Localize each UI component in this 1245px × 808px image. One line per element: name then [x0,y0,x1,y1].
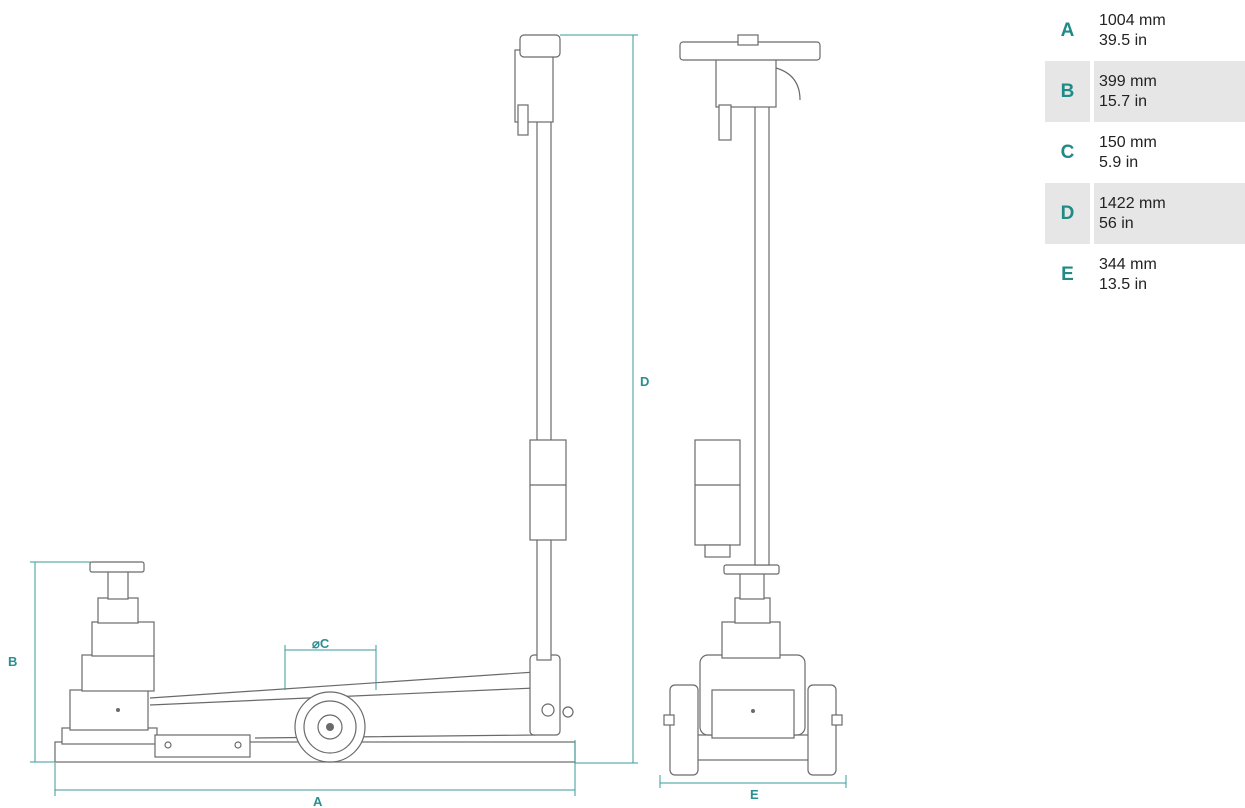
spec-mm: 344 mm [1099,255,1157,273]
spec-mm: 150 mm [1099,133,1157,151]
spec-row-c: C 150 mm 5.9 in [1045,122,1245,183]
side-view [54,34,576,763]
dim-label-d: D [640,374,649,389]
dim-label-e: E [750,787,759,802]
spec-in: 15.7 in [1099,92,1148,110]
spec-values: 1422 mm 56 in [1094,183,1245,244]
spec-in: 56 in [1099,214,1134,232]
spec-in: 5.9 in [1099,153,1139,171]
spec-row-b: B 399 mm 15.7 in [1045,61,1245,122]
spec-letter: A [1060,19,1075,41]
dimension-lines: A B ⌀C D E [8,34,847,808]
spec-values: 1004 mm 39.5 in [1094,0,1245,61]
dim-label-c: ⌀C [312,636,330,651]
spec-row-a: A 1004 mm 39.5 in [1045,0,1245,61]
spec-mm: 1004 mm [1099,11,1166,29]
front-view [663,34,843,776]
spec-values: 344 mm 13.5 in [1094,244,1245,305]
dim-label-b: B [8,654,17,669]
spec-letter: B [1045,61,1090,122]
spec-row-d: D 1422 mm 56 in [1045,183,1245,244]
spec-letter: E [1061,263,1074,285]
spec-mm: 399 mm [1099,72,1157,90]
spec-mm: 1422 mm [1099,194,1166,212]
spec-letter: D [1045,183,1090,244]
spec-in: 39.5 in [1099,31,1148,49]
spec-values: 399 mm 15.7 in [1094,61,1245,122]
spec-letter: C [1060,141,1075,163]
dim-label-a: A [313,794,323,808]
spec-row-e: E 344 mm 13.5 in [1045,244,1245,305]
dimensions-spec-table: A 1004 mm 39.5 in B 399 mm 15.7 in C 150… [1045,0,1245,305]
spec-values: 150 mm 5.9 in [1094,122,1245,183]
spec-in: 13.5 in [1099,275,1148,293]
